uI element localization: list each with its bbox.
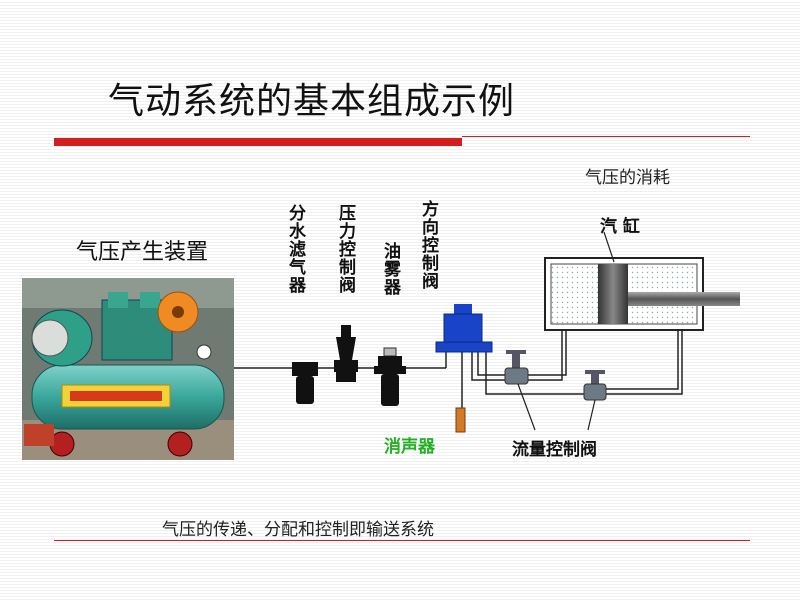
transmission-label: 气压的传递、分配和控制即输送系统 (162, 520, 434, 540)
air-pipelines (234, 330, 683, 395)
filter-label: 分水滤气器 (285, 204, 305, 294)
direction-valve-label: 方向控制阀 (418, 200, 438, 290)
air-source-label: 气压产生装置 (76, 240, 209, 265)
bottom-rule (54, 540, 750, 541)
lubricator-component (374, 347, 406, 406)
cylinder-label: 汽 缸 (600, 217, 640, 237)
filter-component (292, 362, 318, 404)
flow-valve-label: 流量控制阀 (512, 440, 597, 460)
muffler-label: 消声器 (384, 437, 435, 457)
lubricator-label: 油雾器 (380, 242, 400, 296)
slide-title: 气动系统的基本组成示例 (108, 81, 516, 122)
consumption-label: 气压的消耗 (585, 168, 670, 188)
flow-valve-2 (583, 370, 607, 401)
flow-valve-leaders (517, 383, 596, 431)
air-compressor-image (22, 278, 234, 460)
flow-valve-1 (504, 350, 529, 385)
title-underline-rule (462, 136, 750, 137)
cylinder-component (544, 231, 740, 331)
muffler-component (455, 407, 466, 433)
pressure-valve-component (334, 325, 358, 382)
title-underline-bar (54, 138, 462, 146)
pressure-valve-label: 压力控制阀 (335, 204, 355, 294)
direction-valve-component (435, 304, 493, 408)
